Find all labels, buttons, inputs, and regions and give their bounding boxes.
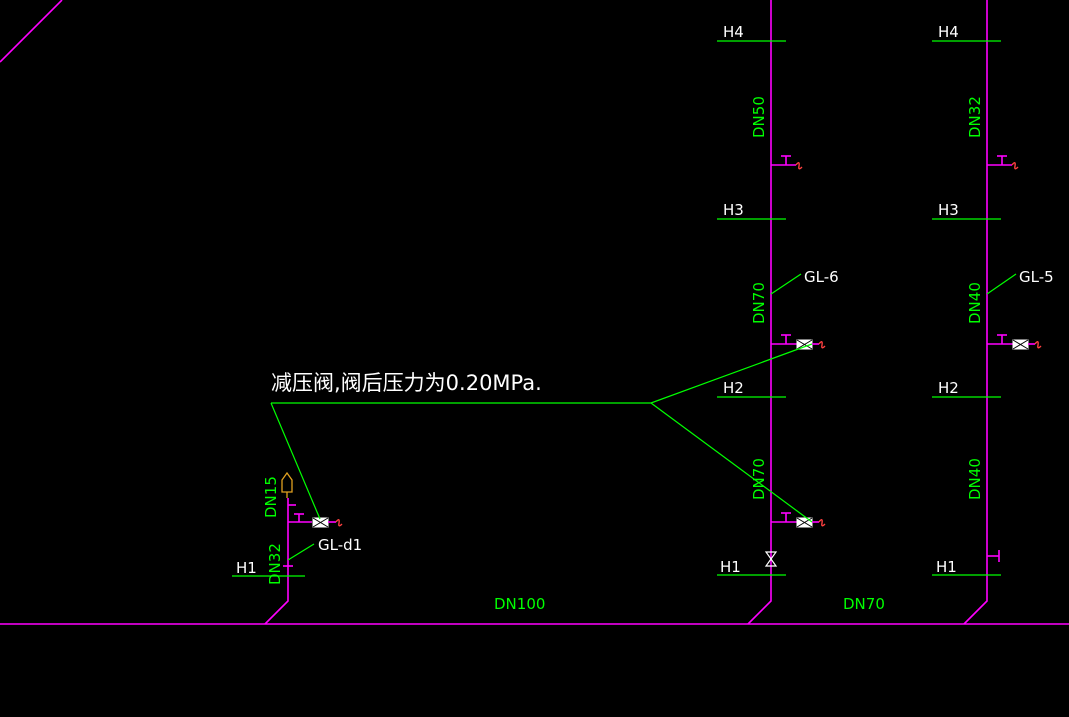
pressure-reducing-valve-note: 减压阀,阀后压力为0.20MPa. (271, 371, 542, 395)
pipe-size-mid-dn50: DN50 (750, 96, 768, 138)
level-label-mid-h4: H4 (723, 23, 744, 41)
riser-tag-left: GL-d1 (318, 536, 362, 554)
pipe-size-left-dn32: DN32 (266, 543, 284, 585)
riser-tag-leader-right (986, 273, 1017, 295)
pipe-size-right-dn40-lower: DN40 (966, 458, 984, 500)
level-label-mid-h2: H2 (723, 379, 744, 397)
level-label-right-h1: H1 (936, 558, 957, 576)
main-pipe-size-dn70: DN70 (843, 595, 885, 613)
pipe-size-right-dn32: DN32 (966, 96, 984, 138)
pipe-size-left-dn15: DN15 (262, 476, 280, 518)
construction-line (0, 0, 63, 63)
riser-tag-mid: GL-6 (804, 268, 839, 286)
riser-tag-leader-mid (770, 273, 802, 295)
level-label-mid-h1: H1 (720, 558, 741, 576)
level-label-right-h4: H4 (938, 23, 959, 41)
pipe-size-mid-dn70-upper: DN70 (750, 282, 768, 324)
level-label-right-h2: H2 (938, 379, 959, 397)
main-pipe-size-dn100: DN100 (494, 595, 545, 613)
riser-tag-leader-left (287, 543, 315, 561)
annotation-leader (270, 343, 813, 523)
pipe-size-right-dn40-upper: DN40 (966, 282, 984, 324)
level-label-left-h1: H1 (236, 559, 257, 577)
pipe-size-mid-dn70-lower: DN70 (750, 458, 768, 500)
riser-left (232, 471, 343, 625)
level-label-mid-h3: H3 (723, 201, 744, 219)
riser-tag-right: GL-5 (1019, 268, 1054, 286)
riser-mid (717, 0, 826, 625)
level-label-right-h3: H3 (938, 201, 959, 219)
riser-right (932, 0, 1042, 625)
